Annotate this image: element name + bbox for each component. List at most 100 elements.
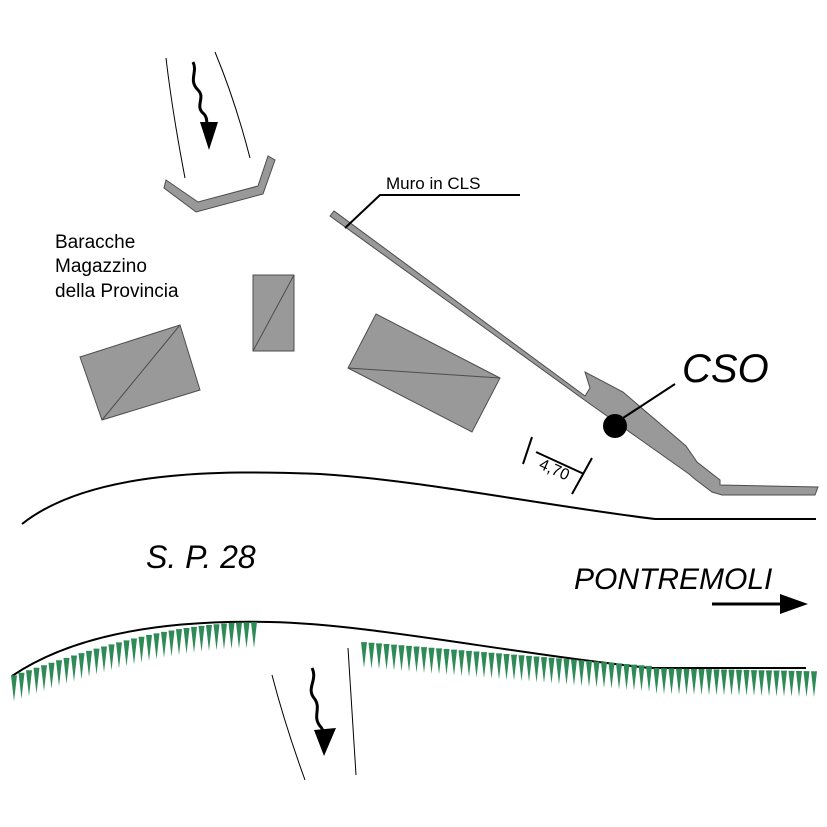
grass-tuft xyxy=(766,670,772,697)
grass-tuft xyxy=(63,657,70,684)
grass-tuft xyxy=(436,648,442,675)
direction-arrow-icon xyxy=(712,594,808,614)
grass-tuft xyxy=(146,635,152,662)
grass-tuft xyxy=(251,622,257,649)
grass-tuft xyxy=(706,669,712,696)
grass-tuft xyxy=(413,646,420,673)
upper-stream xyxy=(165,51,251,179)
grass-tuft xyxy=(421,647,427,674)
grass-tuft xyxy=(623,664,630,691)
baracche-label-line2: Magazzino xyxy=(55,256,147,277)
building-middle xyxy=(252,274,295,352)
grass-tuft xyxy=(586,660,592,687)
cso-label: CSO xyxy=(682,347,769,391)
grass-tuft xyxy=(71,655,77,682)
grass-tuft xyxy=(743,669,750,696)
grass-tuft xyxy=(48,662,55,689)
grass-tuft xyxy=(638,665,645,692)
cso-leader-line xyxy=(622,383,676,419)
grass-tuft xyxy=(781,670,787,697)
grass-tuft xyxy=(161,631,167,658)
grass-tuft xyxy=(221,623,227,650)
grass-tuft xyxy=(116,642,122,669)
grass-tuft xyxy=(691,668,697,695)
grass-tuft xyxy=(668,668,675,695)
grass-tuft xyxy=(713,669,720,696)
grass-tuft xyxy=(736,669,742,696)
grass-tuft xyxy=(578,660,585,687)
grass-tuft xyxy=(481,652,487,679)
grass-tuft xyxy=(563,659,570,686)
upper-headwall xyxy=(163,155,276,213)
direction-label: PONTREMOLI xyxy=(574,563,772,596)
grass-tuft xyxy=(788,670,795,697)
grass-tuft xyxy=(11,675,17,702)
grass-tuft xyxy=(661,668,667,695)
grass-tuft xyxy=(646,665,652,692)
grass-tuft xyxy=(488,652,495,679)
grass-tuft xyxy=(811,671,817,698)
lower-flow-arrow-icon xyxy=(309,667,336,756)
grass-tuft xyxy=(101,646,107,673)
grass-tuft xyxy=(236,622,242,649)
grass-tuft xyxy=(406,645,412,672)
grass-tuft xyxy=(773,670,780,697)
grass-tuft xyxy=(473,651,480,678)
cso-marker xyxy=(603,414,627,438)
grass-tuft xyxy=(728,669,735,696)
building-right xyxy=(347,313,501,433)
road-label: S. P. 28 xyxy=(146,539,256,575)
grass-tuft xyxy=(33,667,40,694)
grass-tuft xyxy=(213,624,220,651)
grass-tuft xyxy=(751,670,757,697)
grass-tuft xyxy=(653,668,660,695)
grass-tuft xyxy=(398,645,405,672)
muro-label: Muro in CLS xyxy=(386,174,480,193)
grass-tuft xyxy=(758,670,765,697)
grass-tuft xyxy=(86,650,92,677)
grass-tuft xyxy=(93,648,100,675)
grass-tuft xyxy=(511,654,517,681)
grass-tuft xyxy=(183,627,190,654)
grass-tuft xyxy=(191,626,197,653)
grass-tuft xyxy=(526,655,532,682)
lower-stream xyxy=(271,647,357,781)
baracche-label-line3: della Provincia xyxy=(55,281,179,302)
grass-tuft xyxy=(41,665,47,692)
grass-tuft xyxy=(518,655,525,682)
grass-tuft xyxy=(428,647,435,674)
grass-tuft xyxy=(676,668,682,695)
grass-tuft xyxy=(466,650,472,677)
grass-tuft xyxy=(228,622,235,649)
road-edge-north xyxy=(21,471,816,525)
grass-tuft xyxy=(443,649,450,676)
grass-tuft xyxy=(571,659,577,686)
grass-tuft xyxy=(803,671,810,698)
road-edge-south xyxy=(11,620,806,677)
grass-tuft xyxy=(368,642,375,669)
grass-tuft xyxy=(131,638,137,665)
grass-tuft xyxy=(631,664,637,691)
grass-tuft xyxy=(56,660,62,687)
grass-tuft xyxy=(176,629,182,656)
grass-tuft xyxy=(361,642,367,669)
grass-tuft xyxy=(198,625,205,652)
grass-tuft xyxy=(78,653,85,680)
grass-tuft xyxy=(496,653,502,680)
grass-tuft xyxy=(206,624,212,651)
muro-leader-line xyxy=(344,194,520,229)
grass-tuft xyxy=(153,633,160,660)
grass-tuft xyxy=(601,662,607,689)
grass-tuft xyxy=(108,644,115,671)
dimension-label: 4,70 xyxy=(536,456,571,484)
grass-tuft xyxy=(541,657,547,684)
grass-tuft xyxy=(721,669,727,696)
grass-tuft xyxy=(391,644,397,671)
grass-tuft xyxy=(616,663,622,690)
upper-flow-arrow-icon xyxy=(191,61,218,150)
baracche-label-line1: Baracche xyxy=(55,232,135,253)
grass-tuft xyxy=(383,644,390,671)
grass-tuft xyxy=(18,672,25,699)
